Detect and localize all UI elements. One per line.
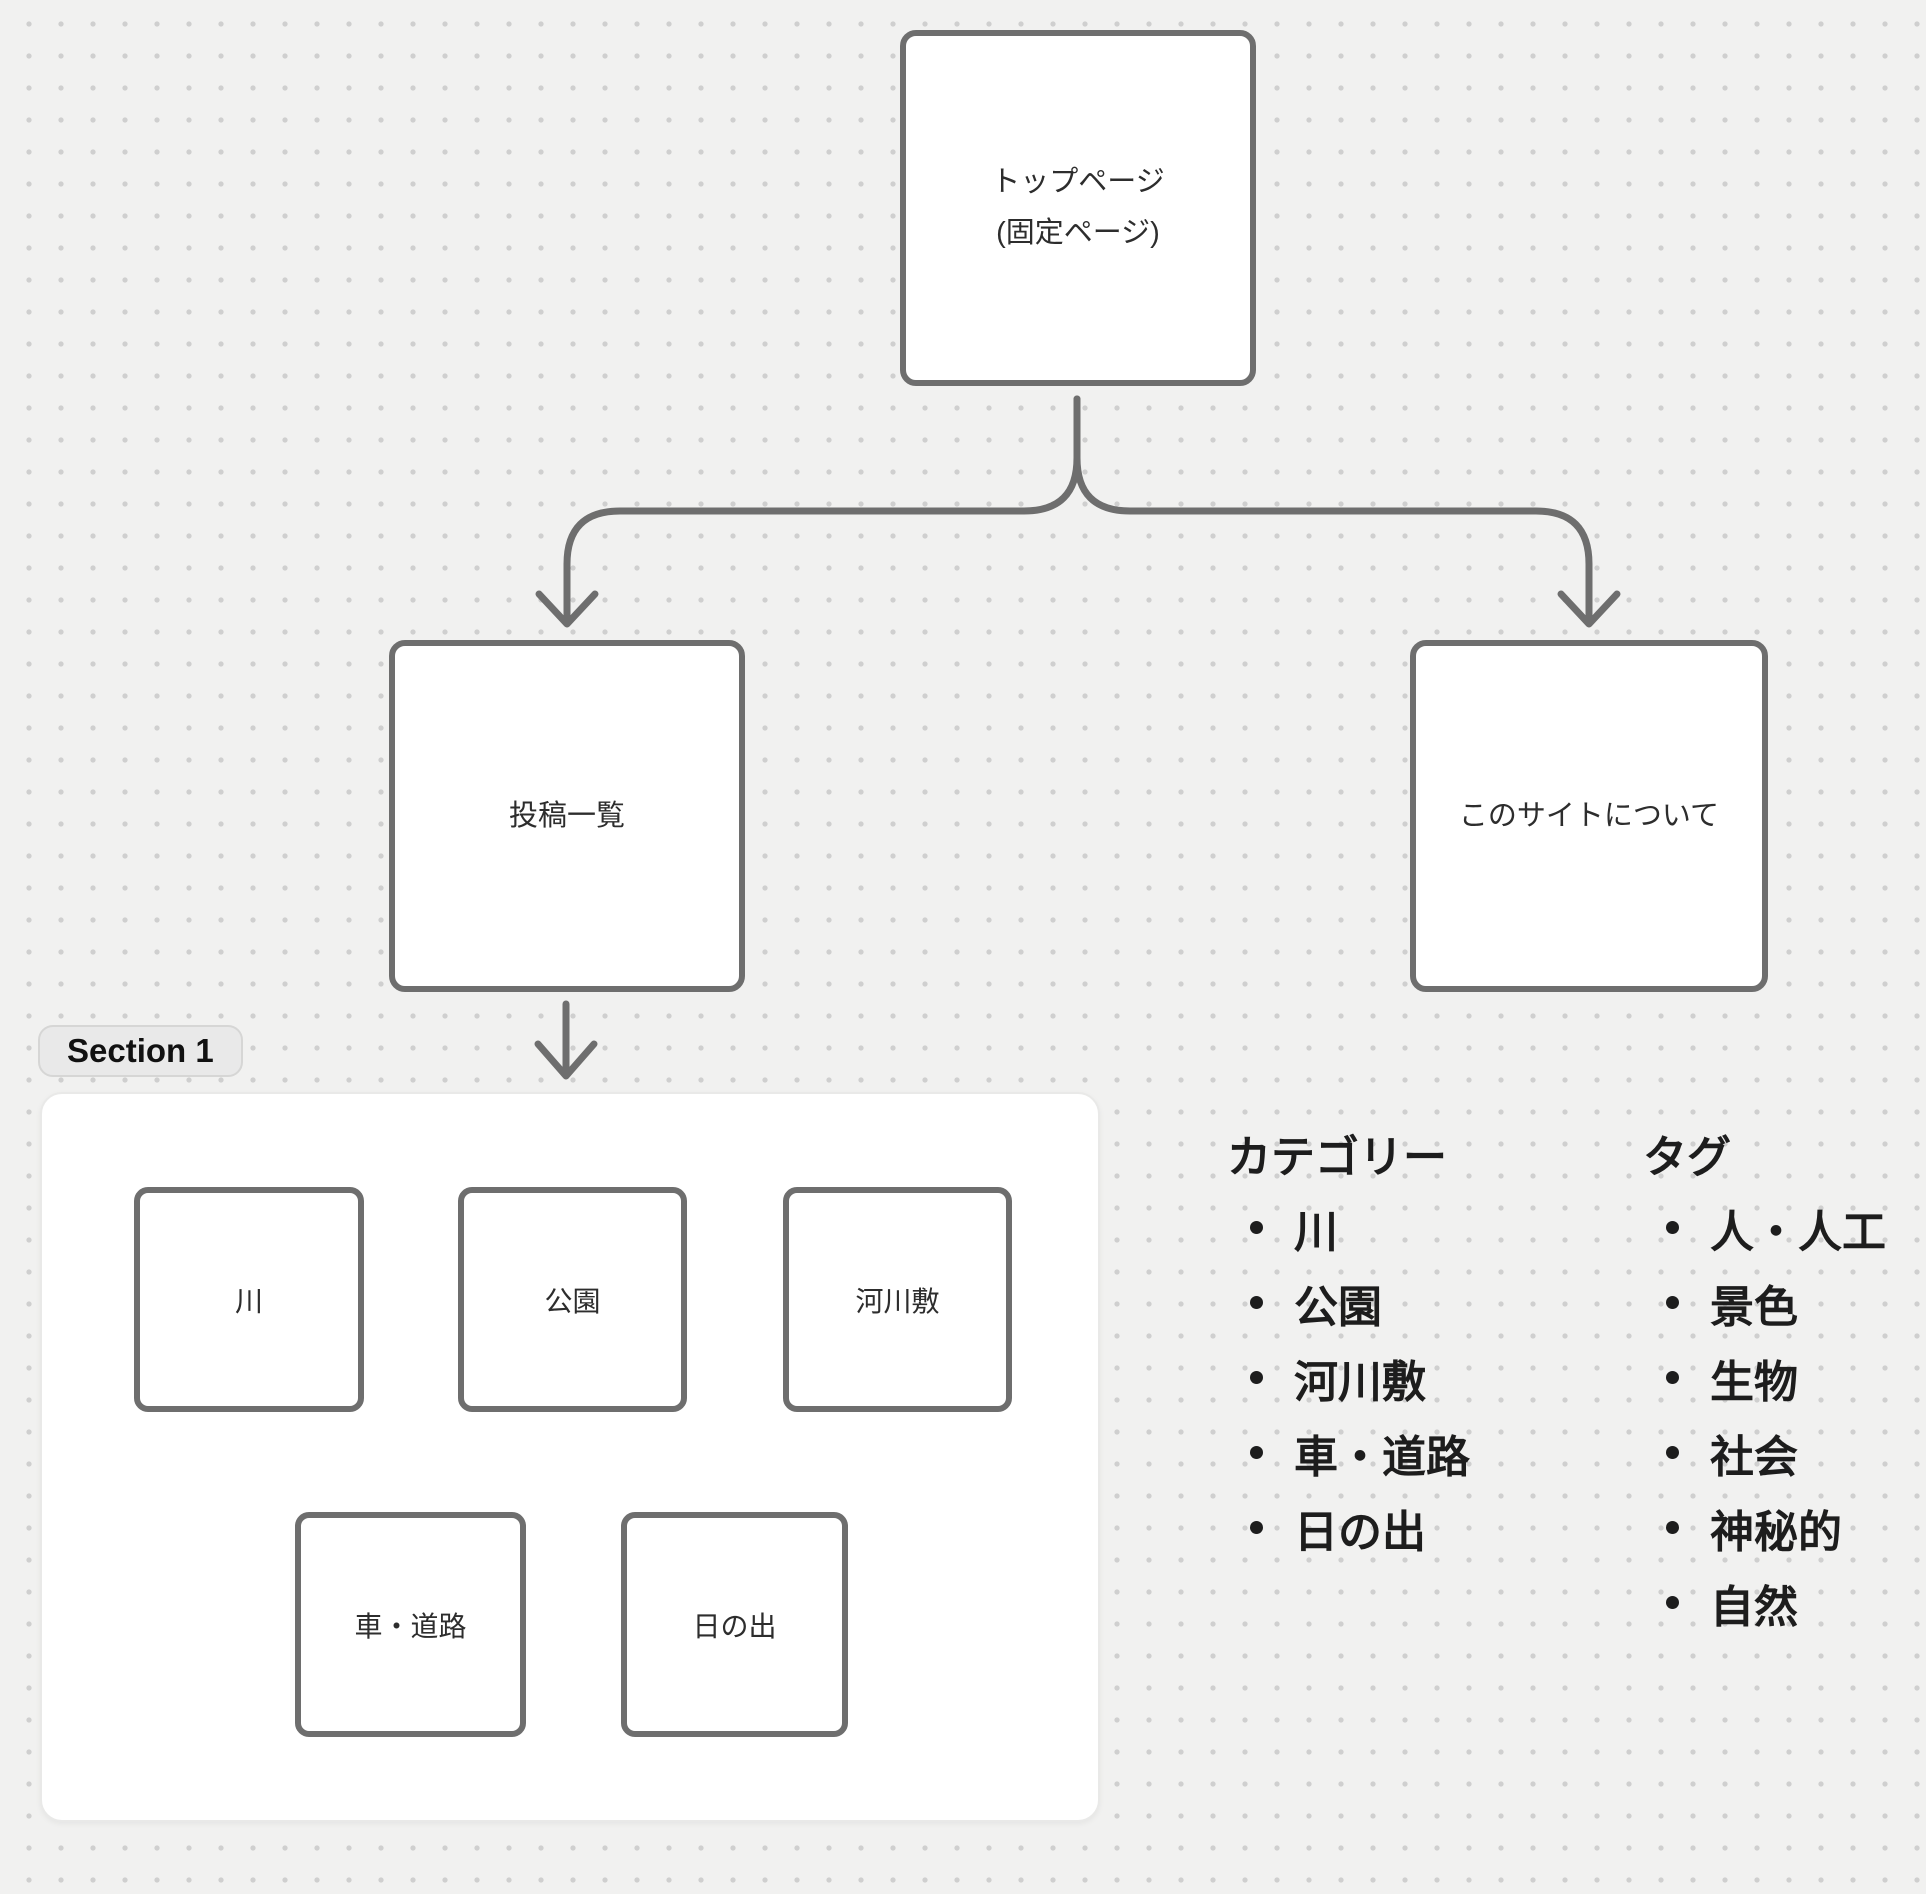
node-posts-list[interactable]: 投稿一覧 <box>389 640 745 992</box>
node-about-site-label: このサイトについて <box>1458 799 1720 832</box>
node-top-page[interactable]: トップページ (固定ページ) <box>900 30 1256 386</box>
list-item: 社会 <box>1643 1415 1886 1490</box>
bullet-icon <box>1250 1296 1263 1309</box>
bullet-icon <box>1666 1521 1679 1534</box>
node-posts-list-label: 投稿一覧 <box>508 799 625 832</box>
section-label-text: Section 1 <box>67 1032 214 1069</box>
tags-heading: タグ <box>1643 1132 1731 1182</box>
arrowhead-down-icon <box>1557 590 1621 628</box>
bullet-icon <box>1666 1596 1679 1609</box>
list-item: 神秘的 <box>1643 1490 1886 1565</box>
tags-items: 人・人工 景色 生物 社会 神秘的 自然 <box>1643 1190 1886 1640</box>
categories-list[interactable]: カテゴリー 川 公園 河川敷 車・道路 日の出 <box>1227 1115 1470 1565</box>
list-item: 自然 <box>1643 1565 1886 1640</box>
list-item: 河川敷 <box>1227 1340 1470 1415</box>
arrowhead-down-icon <box>534 1040 598 1080</box>
categories-heading: カテゴリー <box>1227 1132 1447 1182</box>
categories-items: 川 公園 河川敷 車・道路 日の出 <box>1227 1190 1470 1565</box>
connector-posts-to-section[interactable] <box>534 1000 598 1080</box>
bullet-icon <box>1666 1296 1679 1309</box>
list-item: 川 <box>1227 1190 1470 1265</box>
list-item: 公園 <box>1227 1265 1470 1340</box>
arrowhead-down-icon <box>535 590 599 628</box>
bullet-icon <box>1666 1446 1679 1459</box>
list-item: 生物 <box>1643 1340 1886 1415</box>
bullet-icon <box>1666 1371 1679 1384</box>
node-about-site[interactable]: このサイトについて <box>1410 640 1768 992</box>
node-kawa-label: 川 <box>234 1285 263 1317</box>
bullet-icon <box>1250 1371 1263 1384</box>
node-kasenjiki-label: 河川敷 <box>855 1285 940 1317</box>
node-kouen[interactable]: 公園 <box>458 1187 687 1412</box>
section-label[interactable]: Section 1 <box>38 1025 243 1077</box>
node-top-page-label: トップページ (固定ページ) <box>991 166 1165 249</box>
section-container[interactable]: 川 公園 河川敷 車・道路 日の出 <box>40 1092 1100 1822</box>
node-kuruma-douro[interactable]: 車・道路 <box>295 1512 526 1737</box>
node-kouen-label: 公園 <box>544 1285 601 1317</box>
connector-top-to-posts[interactable] <box>535 395 1081 628</box>
list-item: 景色 <box>1643 1265 1886 1340</box>
list-item: 日の出 <box>1227 1490 1470 1565</box>
bullet-icon <box>1666 1221 1679 1234</box>
node-hinode[interactable]: 日の出 <box>621 1512 848 1737</box>
bullet-icon <box>1250 1221 1263 1234</box>
node-kawa[interactable]: 川 <box>134 1187 364 1412</box>
list-item: 車・道路 <box>1227 1415 1470 1490</box>
tags-list[interactable]: タグ 人・人工 景色 生物 社会 神秘的 自然 <box>1643 1115 1886 1640</box>
list-item: 人・人工 <box>1643 1190 1886 1265</box>
node-kasenjiki[interactable]: 河川敷 <box>783 1187 1012 1412</box>
bullet-icon <box>1250 1446 1263 1459</box>
node-kuruma-douro-label: 車・道路 <box>354 1610 467 1642</box>
bullet-icon <box>1250 1521 1263 1534</box>
connector-top-to-about[interactable] <box>1073 395 1621 628</box>
node-hinode-label: 日の出 <box>692 1610 777 1642</box>
